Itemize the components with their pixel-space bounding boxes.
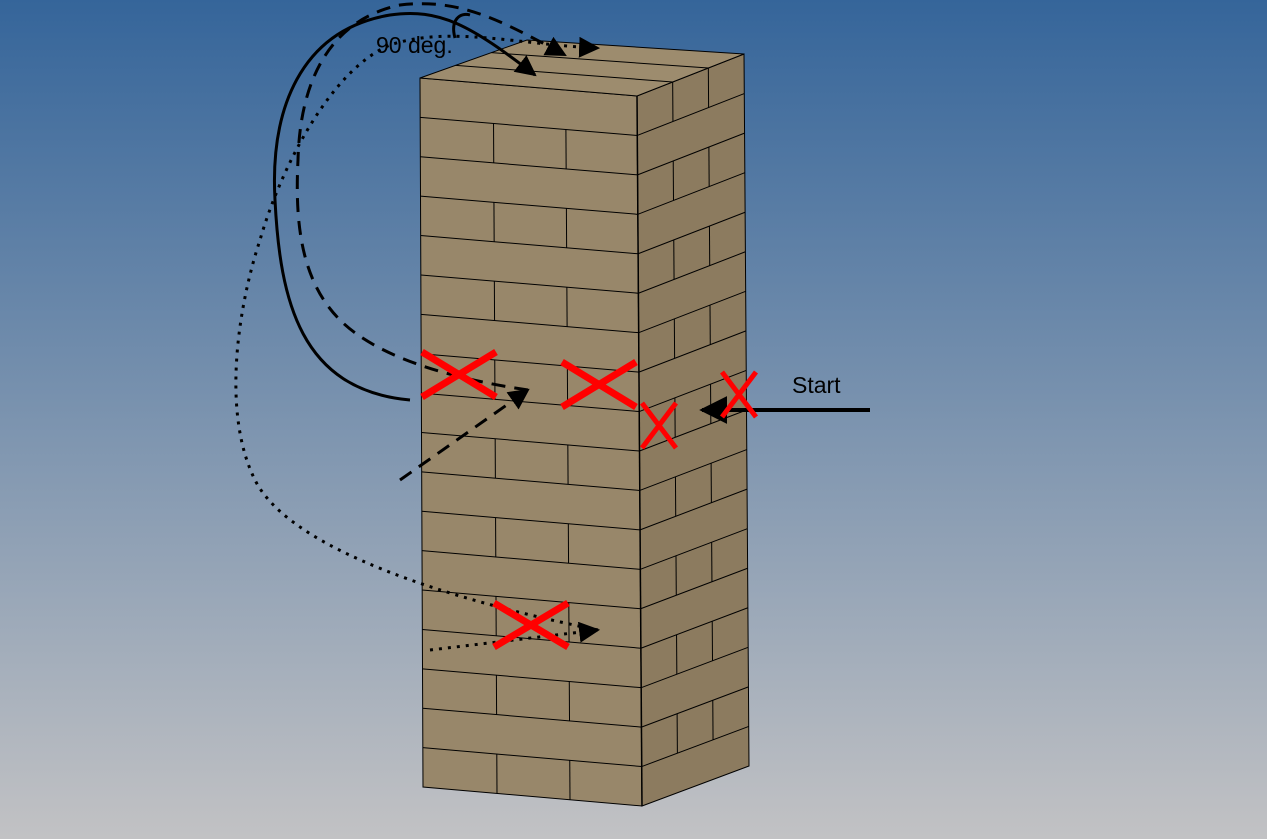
red-x-icon: [640, 401, 678, 450]
level-line: [422, 707, 642, 728]
level-line: [420, 235, 639, 255]
red-x-icon: [560, 359, 638, 410]
red-x-icon: [492, 599, 570, 651]
red-x-icon: [720, 370, 758, 419]
level-line: [637, 211, 746, 255]
level-line: [421, 353, 639, 373]
paths: [234, 2, 870, 652]
level-line: [637, 93, 745, 136]
level-line: [420, 195, 638, 215]
level-line: [640, 567, 748, 610]
removed-marks: [420, 349, 758, 651]
level-line: [640, 607, 749, 649]
level-line: [639, 449, 747, 491]
dotted-path: [429, 621, 601, 652]
level-line: [420, 313, 639, 334]
level-line: [422, 668, 642, 689]
start-label: Start: [792, 372, 841, 398]
level-line: [640, 646, 749, 689]
level-line: [638, 330, 747, 373]
level-line: [421, 432, 640, 452]
dashed-return-path: [295, 2, 567, 392]
level-line: [422, 628, 641, 649]
level-line: [641, 725, 749, 768]
level-line: [637, 172, 746, 215]
level-line: [639, 409, 747, 452]
level-line: [422, 747, 642, 768]
level-line: [421, 392, 640, 413]
solid-path: [272, 12, 537, 402]
level-line: [637, 132, 745, 176]
level-line: [639, 488, 748, 531]
level-line: [420, 156, 638, 176]
dashed-path: [399, 388, 530, 482]
level-line: [421, 510, 641, 531]
tower-corner-edge: [636, 95, 643, 807]
rotation-loop: [452, 12, 471, 39]
rotation-label: 90 deg.: [376, 32, 453, 58]
red-x-icon: [420, 349, 498, 400]
level-line: [421, 550, 641, 570]
level-line: [638, 251, 746, 294]
level-line: [420, 116, 638, 136]
level-line: [641, 686, 749, 728]
top-brick-line: [455, 64, 673, 83]
level-line: [421, 471, 640, 491]
jenga-tower: [419, 39, 750, 807]
level-line: [420, 274, 639, 294]
level-line: [640, 528, 748, 570]
level-line: [422, 589, 641, 610]
level-line: [638, 290, 746, 334]
